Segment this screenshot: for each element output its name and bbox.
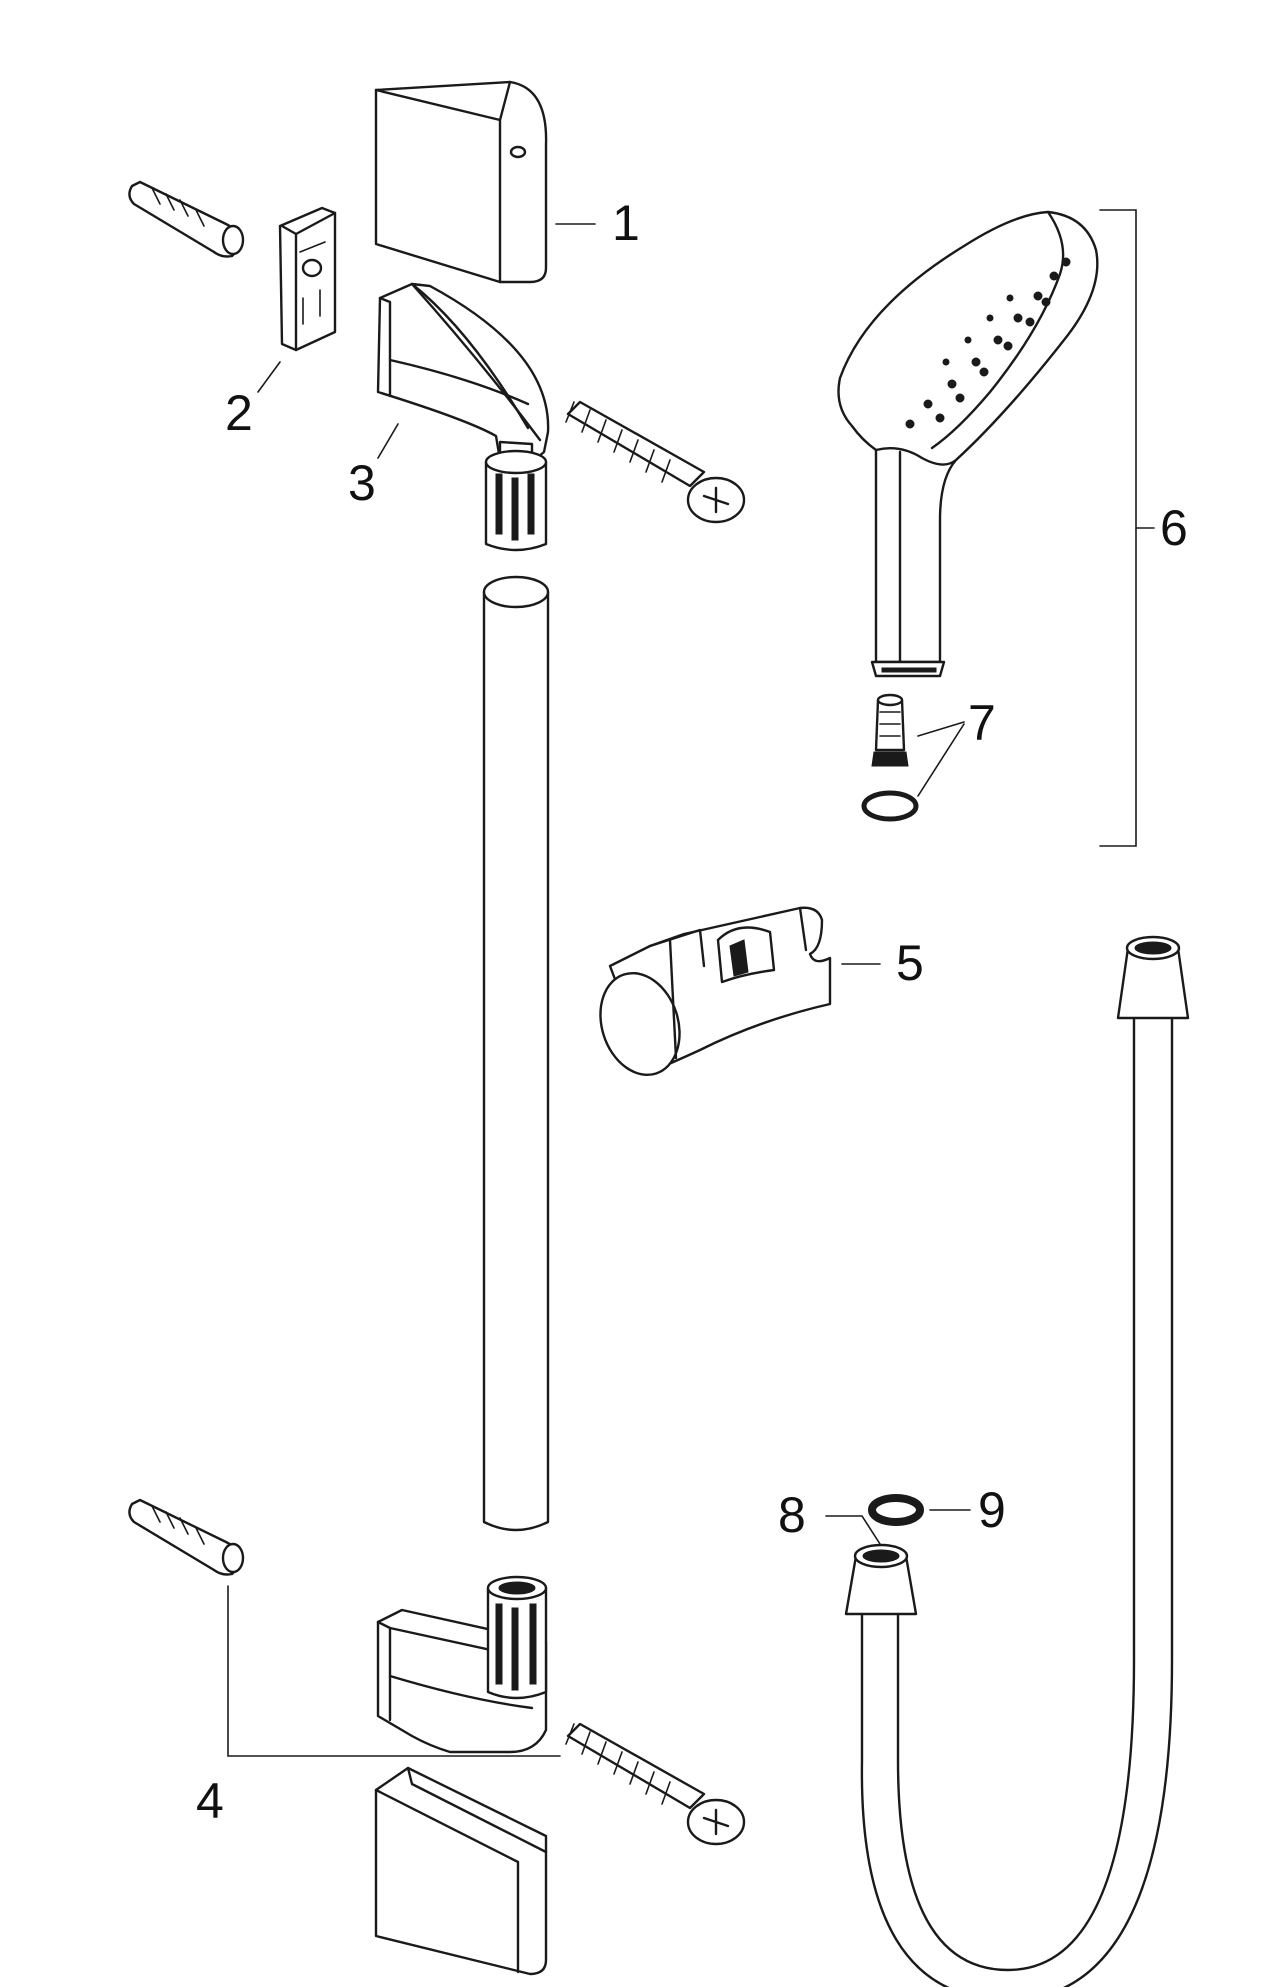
spray-face-nozzles — [905, 257, 1071, 429]
hand-shower — [837, 210, 1099, 678]
leader-line-3 — [377, 423, 399, 459]
hose-seal-9 — [868, 1494, 924, 1526]
shower-hose — [844, 935, 1190, 1987]
bottom-cover-cap — [374, 1766, 548, 1976]
callout-label-4: 4 — [196, 1773, 224, 1829]
top-cover-cap — [374, 80, 548, 284]
sealing-ring-7 — [861, 790, 919, 822]
upper-bracket-sleeve — [484, 449, 548, 552]
leader-line-4 — [227, 1585, 561, 1757]
shower-rail-bar — [482, 575, 550, 1532]
leader-line-8 — [825, 1515, 881, 1545]
upper-wall-screw — [565, 400, 746, 524]
upper-bar-bracket — [376, 282, 550, 464]
callout-label-1: 1 — [612, 195, 640, 251]
callout-label-5: 5 — [896, 935, 924, 991]
lower-wall-screw — [565, 1722, 746, 1846]
wall-dowel-bottom — [128, 1498, 245, 1576]
lower-bracket-sleeve — [486, 1575, 548, 1700]
wall-mounting-plate — [278, 206, 337, 352]
callout-label-6: 6 — [1160, 500, 1188, 556]
wall-dowel-top — [128, 180, 245, 258]
bracket-6 — [1099, 209, 1137, 847]
flow-limiter-insert — [871, 693, 909, 767]
callout-label-2: 2 — [225, 385, 253, 441]
callout-label-3: 3 — [348, 455, 376, 511]
shower-holder-slider — [599, 906, 832, 1077]
callout-label-9: 9 — [978, 1482, 1006, 1538]
leader-line-7 — [917, 721, 965, 797]
callout-label-8: 8 — [778, 1487, 806, 1543]
callout-label-7: 7 — [968, 695, 996, 751]
leader-line-2 — [257, 361, 281, 393]
